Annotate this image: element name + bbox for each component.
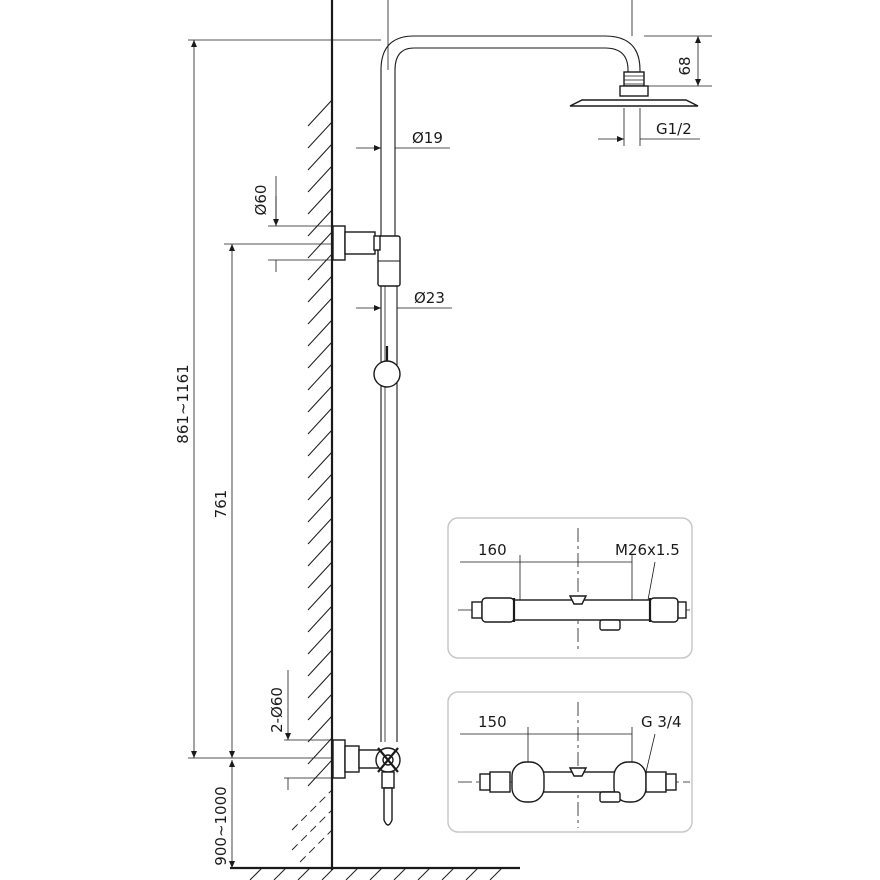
wall-hatch-line	[307, 649, 333, 677]
hand-shower-holder	[373, 360, 401, 388]
dim-upper-pipe: Ø19	[412, 129, 443, 147]
dim-mount-height: 900~1000	[212, 786, 230, 865]
rain-shower-plate	[569, 99, 699, 107]
dim-arm-height: 68	[676, 56, 694, 75]
inset2-width: 150	[478, 713, 507, 731]
dimension-lines: 68 G1/2 Ø19 Ø60 Ø23 861~1161 761	[174, 35, 712, 868]
floor-hatch-line	[297, 867, 311, 880]
floor-hatch-line	[249, 867, 263, 880]
valve-inset-round: 150 G 3/4	[447, 691, 693, 833]
wall-hatch-line	[307, 341, 333, 369]
floor-hatching	[249, 867, 503, 880]
floor-hatch-line	[273, 867, 287, 880]
floor-hatch-line	[369, 867, 383, 880]
wall-hatch-line	[307, 759, 333, 787]
wall-hatch-line	[307, 297, 333, 325]
wall-hatch-line	[307, 539, 333, 567]
dim-lower-pipe: Ø23	[414, 289, 445, 307]
inset1-thread: M26x1.5	[615, 541, 680, 559]
dim-head-thread: G1/2	[656, 120, 692, 138]
wall-hatch-line	[307, 517, 333, 545]
wall-hatch-line	[307, 693, 333, 721]
wall-hatch-line	[307, 627, 333, 655]
wall-hatch-line	[307, 561, 333, 589]
wall-hatch-line	[307, 605, 333, 633]
wall	[230, 0, 520, 880]
wall-hatch-line	[307, 583, 333, 611]
wall-hatch-line	[307, 671, 333, 699]
wall-hatching	[307, 99, 333, 787]
wall-hatch-line	[307, 495, 333, 523]
wall-hatch-line	[307, 363, 333, 391]
floor-hatch-line	[441, 867, 455, 880]
floor-hatch-line	[393, 867, 407, 880]
floor-hatch-line	[489, 867, 503, 880]
thermostat-valve-side	[291, 739, 401, 863]
upper-bracket-arm	[344, 231, 376, 255]
wall-hatch-line	[307, 737, 333, 765]
wall-hatch-line	[307, 473, 333, 501]
wall-hatch-line	[307, 143, 333, 171]
wall-hatch-line	[307, 253, 333, 281]
dim-upper-bracket: Ø60	[252, 185, 270, 216]
inset2-spout	[599, 791, 621, 803]
upper-wall-bracket	[332, 225, 346, 261]
valve-spout	[383, 787, 393, 826]
wall-hatch-line	[307, 407, 333, 435]
wall-hatch-line	[307, 209, 333, 237]
floor-hatch-line	[345, 867, 359, 880]
shower-pipe	[332, 0, 641, 742]
dim-total-height: 861~1161	[174, 364, 192, 443]
wall-hatch-line	[307, 187, 333, 215]
wall-hatch-line	[307, 231, 333, 259]
inset2-left-handle	[511, 761, 545, 803]
dim-valve-brackets: 2-Ø60	[268, 687, 286, 733]
dim-bracket-spacing: 761	[212, 490, 230, 519]
wall-hatch-line	[307, 715, 333, 743]
inset1-width: 160	[478, 541, 507, 559]
wall-hatch-line	[307, 165, 333, 193]
wall-hatch-line	[307, 319, 333, 347]
floor-hatch-line	[465, 867, 479, 880]
wall-hatch-line	[307, 451, 333, 479]
wall-hatch-line	[307, 275, 333, 303]
floor-hatch-line	[417, 867, 431, 880]
shower-head	[569, 71, 699, 107]
inset1-spout	[599, 619, 621, 631]
wall-hatch-line	[307, 121, 333, 149]
wall-hatch-line	[307, 429, 333, 457]
floor-hatch-line	[321, 867, 335, 880]
wall-hatch-line	[307, 99, 333, 127]
valve-inset-straight: 160 M26x1.5	[447, 517, 693, 659]
wall-hatch-line	[307, 385, 333, 413]
inset2-thread: G 3/4	[641, 713, 682, 731]
